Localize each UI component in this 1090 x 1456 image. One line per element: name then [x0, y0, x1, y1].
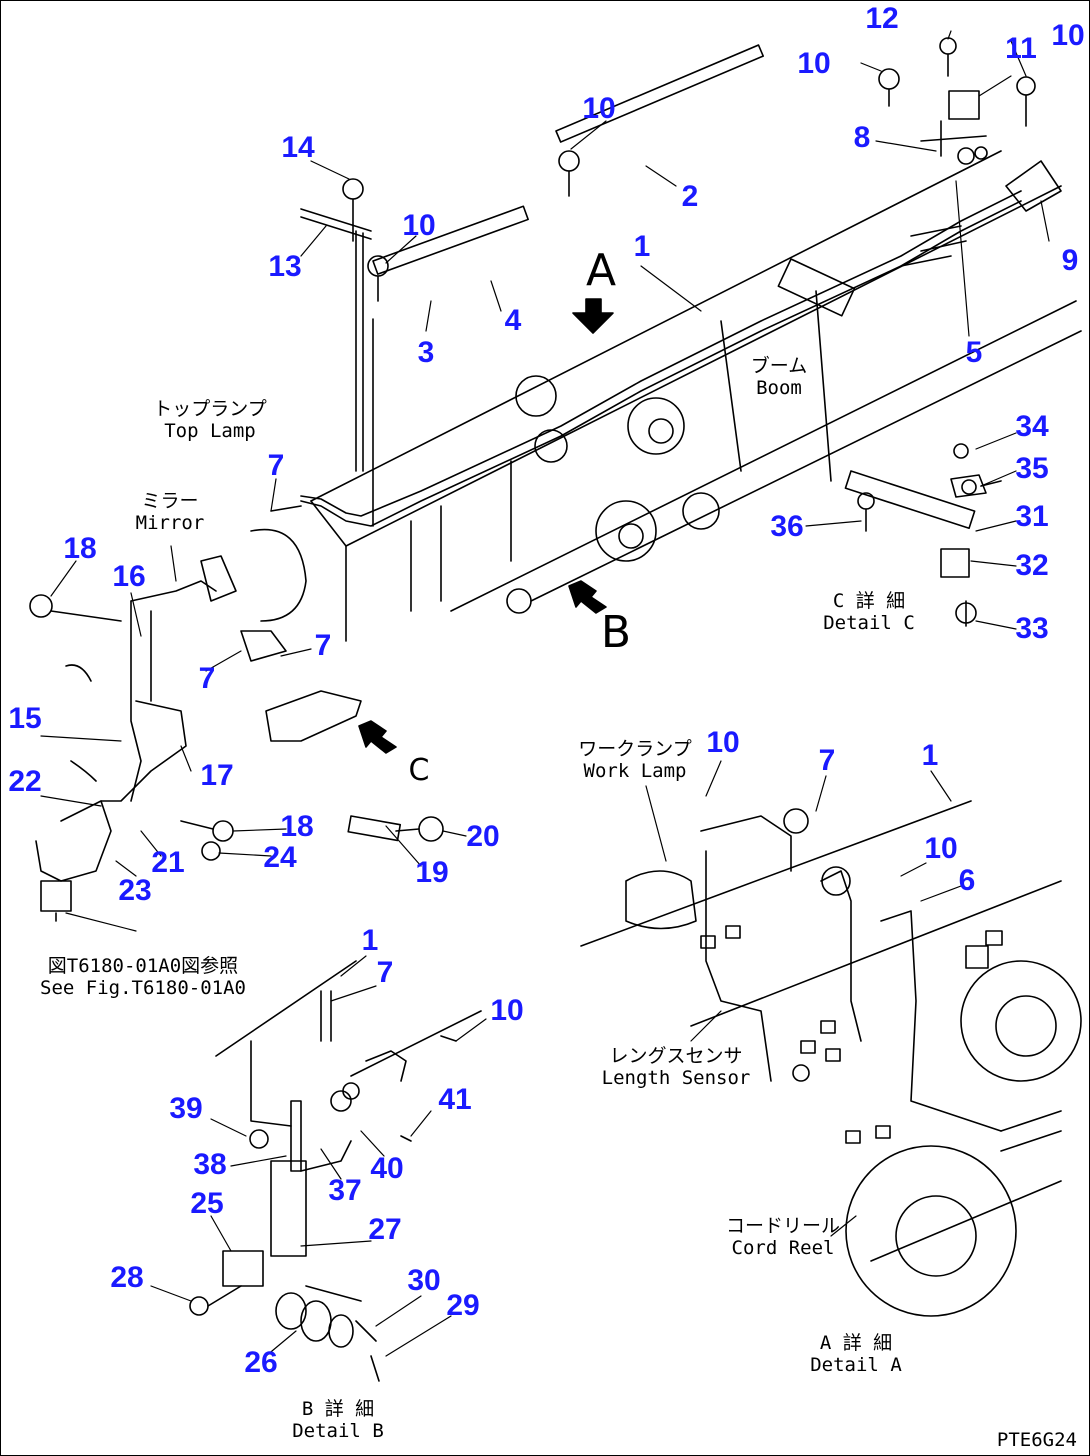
- callout-20[interactable]: 20: [466, 820, 500, 853]
- callout-21[interactable]: 21: [151, 846, 185, 879]
- callout-27[interactable]: 27: [368, 1213, 402, 1246]
- callout-35[interactable]: 35: [1015, 452, 1049, 485]
- top-lamp-label: トップランプ Top Lamp: [153, 398, 267, 442]
- work-lamp-label: ワークランプ Work Lamp: [578, 738, 692, 782]
- callout-11[interactable]: 11: [1005, 32, 1037, 65]
- callout-38[interactable]: 38: [193, 1148, 227, 1181]
- callout-1[interactable]: 1: [633, 230, 651, 263]
- callout-8[interactable]: 8: [853, 121, 871, 154]
- callout-18[interactable]: 18: [63, 532, 97, 565]
- view-arrows[interactable]: [358, 298, 614, 754]
- callout-9[interactable]: 9: [1061, 244, 1079, 277]
- callout-29[interactable]: 29: [446, 1289, 480, 1322]
- callout-31[interactable]: 31: [1015, 500, 1049, 533]
- mirror-label: ミラー Mirror: [135, 490, 205, 534]
- leader-lines: [40, 30, 1050, 932]
- callout-13[interactable]: 13: [268, 250, 302, 283]
- callout-17[interactable]: 17: [200, 759, 234, 792]
- boom-label: ブーム Boom: [750, 355, 808, 399]
- detail-a-label: A 詳 細 Detail A: [810, 1332, 902, 1376]
- callout-22[interactable]: 22: [8, 765, 42, 798]
- callout-32[interactable]: 32: [1015, 549, 1049, 582]
- document-code: PTE6G24: [996, 1429, 1077, 1451]
- callout-26[interactable]: 26: [244, 1346, 278, 1379]
- callout-7[interactable]: 7: [818, 744, 836, 777]
- view-letter-a: A: [585, 245, 617, 296]
- callout-25[interactable]: 25: [190, 1187, 224, 1220]
- view-letter-b: B: [600, 607, 632, 658]
- callout-30[interactable]: 30: [407, 1264, 441, 1297]
- callout-41[interactable]: 41: [438, 1083, 472, 1116]
- callout-5[interactable]: 5: [965, 336, 983, 369]
- reels-and-lamps: [200, 375, 720, 742]
- callout-10[interactable]: 10: [490, 994, 524, 1027]
- callout-10[interactable]: 10: [582, 92, 616, 125]
- detail-a-drawing: [580, 800, 1082, 1317]
- callout-10[interactable]: 10: [402, 209, 436, 242]
- callout-3[interactable]: 3: [417, 336, 435, 369]
- callout-36[interactable]: 36: [770, 510, 804, 543]
- see-figure-label: 図T6180-01A0図参照 See Fig.T6180-01A0: [40, 955, 246, 999]
- callout-4[interactable]: 4: [504, 304, 522, 337]
- callout-10[interactable]: 10: [1051, 19, 1085, 52]
- detail-b-leaders: [150, 955, 487, 1357]
- callout-7[interactable]: 7: [198, 662, 216, 695]
- detail-b-label: B 詳 細 Detail B: [292, 1398, 384, 1442]
- plates: [777, 258, 987, 578]
- callout-2[interactable]: 2: [681, 180, 699, 213]
- cord-reel-label: コードリール Cord Reel: [725, 1215, 841, 1259]
- view-letter-c: C: [408, 753, 430, 788]
- callout-18[interactable]: 18: [280, 810, 314, 843]
- callout-7[interactable]: 7: [376, 956, 394, 989]
- callout-40[interactable]: 40: [370, 1152, 404, 1185]
- callout-19[interactable]: 19: [415, 856, 449, 889]
- callout-10[interactable]: 10: [706, 726, 740, 759]
- callout-12[interactable]: 12: [865, 2, 899, 35]
- detail-c-label: C 詳 細 Detail C: [823, 590, 915, 634]
- callout-6[interactable]: 6: [958, 864, 976, 897]
- callout-1[interactable]: 1: [921, 739, 939, 772]
- callout-39[interactable]: 39: [169, 1092, 203, 1125]
- callout-37[interactable]: 37: [328, 1174, 362, 1207]
- brackets-top: [300, 44, 764, 527]
- callout-16[interactable]: 16: [112, 560, 146, 593]
- boom-body: [310, 150, 1082, 642]
- callout-34[interactable]: 34: [1015, 410, 1049, 443]
- callout-10[interactable]: 10: [924, 832, 958, 865]
- left-bracket-assembly: [29, 580, 444, 922]
- detail-c-drawing: [980, 480, 1002, 487]
- callout-7[interactable]: 7: [314, 629, 332, 662]
- callout-7[interactable]: 7: [267, 449, 285, 482]
- callout-24[interactable]: 24: [263, 841, 297, 874]
- callout-28[interactable]: 28: [110, 1261, 144, 1294]
- callout-14[interactable]: 14: [281, 131, 315, 164]
- length-sensor-label: レングスセンサ Length Sensor: [601, 1045, 751, 1089]
- bolts: [342, 37, 1036, 627]
- callout-1[interactable]: 1: [361, 924, 379, 957]
- harness-cable-top: [300, 190, 1022, 527]
- detail-b-drawing: [189, 960, 482, 1382]
- detail-a-leaders: [645, 760, 962, 1237]
- clamp-upper-right: [920, 90, 1062, 212]
- callout-33[interactable]: 33: [1015, 612, 1049, 645]
- callout-15[interactable]: 15: [8, 702, 42, 735]
- callout-23[interactable]: 23: [118, 874, 152, 907]
- callout-10[interactable]: 10: [797, 47, 831, 80]
